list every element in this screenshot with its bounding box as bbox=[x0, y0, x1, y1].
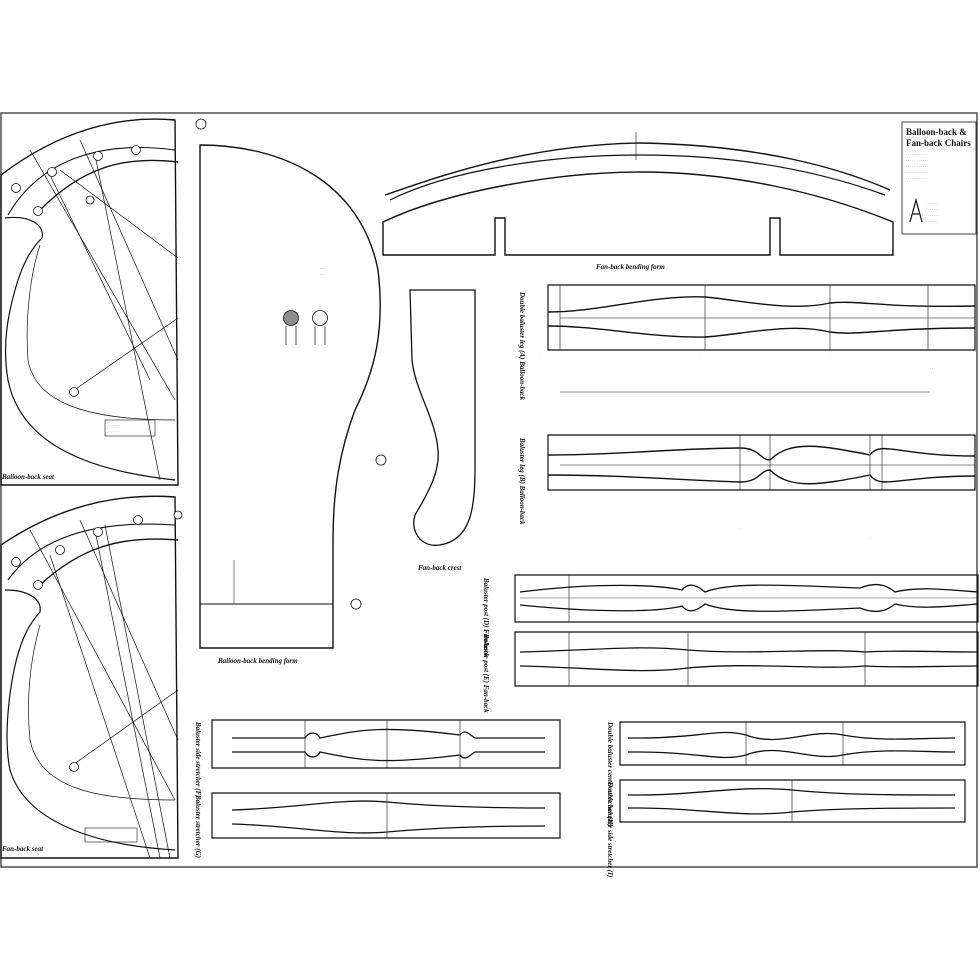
caption-stretcher-h: Double baluster center stretcher (H) bbox=[606, 721, 614, 827]
svg-text:· · ·: · · · bbox=[320, 267, 325, 271]
caption-stretcher-f: Baluster side stretcher (F) bbox=[194, 721, 202, 798]
seat-pattern-bottom: Fan-back seat bbox=[0, 495, 183, 859]
svg-text:· · · · · ·: · · · · · · bbox=[926, 220, 938, 224]
annotation-marks: · · · · · · · bbox=[540, 357, 933, 541]
svg-text:·: · bbox=[700, 357, 701, 361]
caption-leg-b: Baluster leg (B) Balloon-back bbox=[518, 437, 526, 525]
caption-fan-bending-form: Fan-back bending form bbox=[596, 263, 665, 271]
leg-a: Double baluster leg (A) Balloon-back bbox=[518, 284, 976, 401]
caption-balloon-bending-form: Balloon-back bending form bbox=[217, 657, 298, 665]
svg-text:·: · bbox=[830, 357, 831, 361]
caption-fan-seat: Fan-back seat bbox=[2, 845, 44, 853]
svg-text:· · · · · · · · · · ·: · · · · · · · · · · · bbox=[906, 171, 928, 175]
caption-spindle-d: Baluster post (D) Fan-back bbox=[482, 577, 490, 658]
stretcher-i: Double baluster side stretcher (I) bbox=[606, 779, 966, 877]
fan-back-crest-side: Fan-back crest bbox=[409, 289, 476, 572]
drill-hole-icon bbox=[11, 145, 141, 397]
svg-text:· · · · · ·: · · · · · · bbox=[926, 202, 938, 206]
caption-spindle-e: Baluster post (E) Fan-back bbox=[482, 633, 490, 713]
title-block: Balloon-back & Fan-back Chairs · · · · ·… bbox=[901, 121, 977, 235]
svg-text:· · ·: · · · bbox=[320, 273, 325, 277]
svg-text:· · · · · ·: · · · · · · bbox=[926, 214, 938, 218]
svg-text:·: · bbox=[870, 537, 871, 541]
svg-text:· · · · · ·: · · · · · · bbox=[108, 430, 120, 434]
svg-text:· · · · · ·: · · · · · · bbox=[926, 208, 938, 212]
spindle-e: Baluster post (E) Fan-back bbox=[482, 631, 979, 713]
svg-text:·: · bbox=[540, 357, 541, 361]
svg-text:· · · · · · · · · · ·: · · · · · · · · · · · bbox=[906, 177, 928, 181]
compass-icon bbox=[909, 197, 923, 223]
title-line-2: Fan-back Chairs bbox=[906, 138, 971, 148]
caption-stretcher-g: Baluster stretcher (G) bbox=[194, 794, 202, 858]
caption-balloon-seat: Balloon-back seat bbox=[1, 473, 55, 481]
title-line-1: Balloon-back & bbox=[906, 127, 967, 137]
svg-text:· ·: · · bbox=[930, 367, 933, 371]
seat-pattern-top: · · · · · · · · · · · · Balloon-back seat bbox=[0, 118, 179, 486]
balloon-bending-form: · · · · · · Balloon-back bending form bbox=[195, 118, 387, 665]
fan-back-crest: Fan-back bending form bbox=[382, 132, 894, 271]
caption-leg-a: Double baluster leg (A) Balloon-back bbox=[518, 291, 526, 401]
svg-text:· · · · · · · · · · ·: · · · · · · · · · · · bbox=[906, 153, 928, 157]
svg-text:· · · · · · · · · · ·: · · · · · · · · · · · bbox=[906, 159, 928, 163]
svg-text:· · · · · · · · · · ·: · · · · · · · · · · · bbox=[906, 165, 928, 169]
spindle-d: Baluster post (D) Fan-back bbox=[482, 574, 979, 658]
stretcher-h: Double baluster center stretcher (H) bbox=[606, 721, 966, 827]
svg-text:· · · · · ·: · · · · · · bbox=[108, 424, 120, 428]
drill-hole-icon bbox=[283, 310, 328, 345]
caption-fan-back-crest: Fan-back crest bbox=[418, 564, 462, 572]
svg-text:·: · bbox=[740, 527, 741, 531]
drill-hole-icon bbox=[11, 510, 183, 772]
leg-b: Baluster leg (B) Balloon-back bbox=[518, 434, 976, 525]
caption-stretcher-i: Double baluster side stretcher (I) bbox=[606, 781, 614, 877]
stretcher-f: Baluster side stretcher (F) bbox=[194, 719, 561, 798]
stretcher-g: Baluster stretcher (G) bbox=[194, 792, 561, 858]
